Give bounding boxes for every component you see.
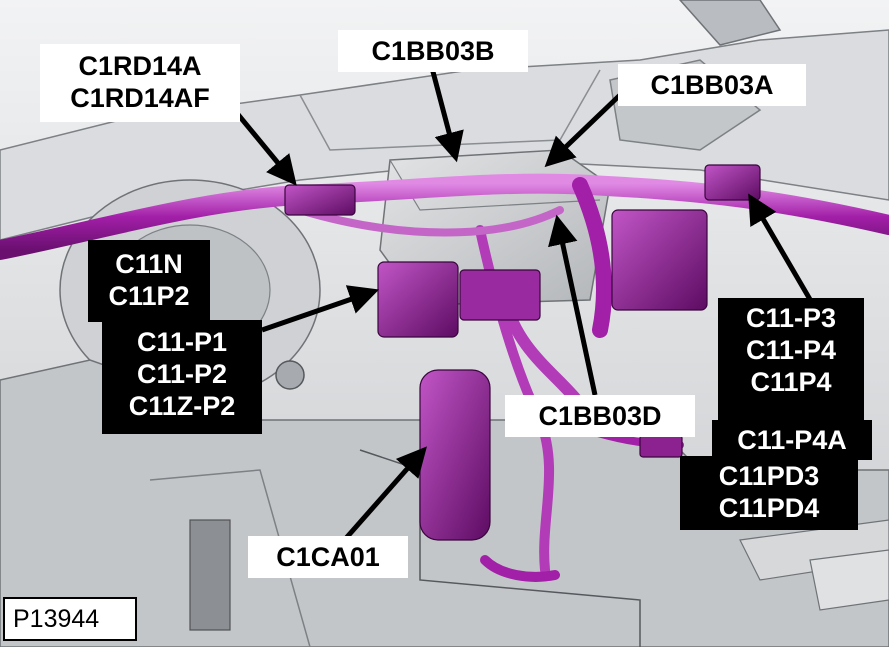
- arrow-c1bb03d: [548, 214, 598, 396]
- arrow-c11p3: [748, 193, 818, 310]
- label-c11p4: C11P4: [750, 367, 832, 397]
- label-c1bb03a-text: C1BB03A: [650, 70, 774, 100]
- label-c11-p4a: C11-P4A: [737, 425, 847, 455]
- arrow-c1bb03b: [429, 67, 464, 163]
- arrow-c1ca01: [338, 446, 427, 547]
- connector-c11p1: [377, 261, 459, 338]
- callout-arrows: [234, 67, 818, 547]
- label-c1bb03d: C1BB03D: [505, 395, 695, 437]
- arrow-c11p1: [261, 285, 380, 333]
- connector-c11p3: [704, 164, 761, 201]
- label-c1ca01-text: C1CA01: [276, 542, 380, 572]
- connector-c1rd14: [284, 184, 356, 216]
- label-c11p3-group-a: C11-P3 C11-P4 C11P4: [718, 298, 864, 422]
- label-c11p3-group-c: C11PD3 C11PD4: [680, 456, 858, 530]
- label-c11z-p2: C11Z-P2: [128, 391, 236, 421]
- connector-c1bb03d: [611, 209, 708, 311]
- label-c11-p1: C11-P1: [136, 327, 228, 357]
- figure-id: P13944: [3, 597, 137, 641]
- connector-c1ca01: [419, 369, 491, 541]
- label-c11n-group-b: C11-P1 C11-P2 C11Z-P2: [102, 320, 262, 434]
- label-c1bb03d-text: C1BB03D: [538, 401, 662, 431]
- label-c1ca01: C1CA01: [248, 536, 408, 578]
- label-c1bb03b-text: C1BB03B: [371, 36, 495, 66]
- label-c1bb03a: C1BB03A: [618, 64, 806, 106]
- label-c11-p4: C11-P4: [745, 335, 837, 365]
- label-c11-p2: C11-P2: [136, 359, 228, 389]
- label-c1rd14-line1: C1RD14A: [78, 51, 202, 81]
- label-c11-p3: C11-P3: [745, 303, 837, 333]
- label-c11pd3: C11PD3: [718, 461, 820, 491]
- label-c1bb03b: C1BB03B: [338, 30, 528, 72]
- arrow-c1bb03a: [544, 93, 622, 168]
- label-c1rd14-line2: C1RD14AF: [70, 83, 210, 113]
- label-c11n: C11N: [115, 249, 183, 279]
- label-c11p2: C11P2: [108, 281, 190, 311]
- arrow-c1rd14: [234, 110, 297, 186]
- label-c11n-group-a: C11N C11P2: [88, 240, 210, 322]
- label-c11pd4: C11PD4: [718, 493, 820, 523]
- label-c1rd14: C1RD14A C1RD14AF: [40, 44, 240, 122]
- label-c11p3-group-b: C11-P4A: [712, 420, 872, 460]
